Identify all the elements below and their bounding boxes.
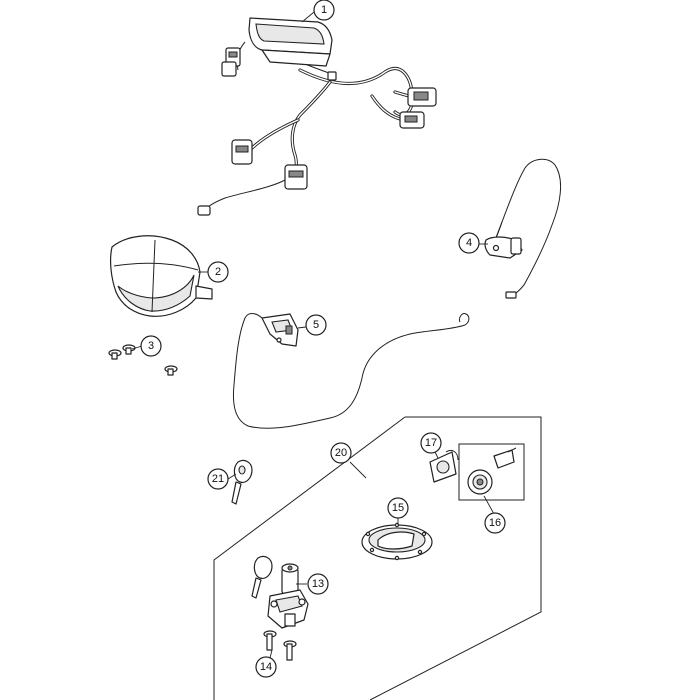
callout-label: 15: [392, 502, 404, 514]
screws-part: [108, 344, 178, 376]
headlight-cover-part: [110, 235, 213, 317]
callout-21: 21: [207, 468, 229, 490]
callout-16: 16: [484, 512, 506, 534]
callout-4: 4: [458, 232, 480, 254]
ignition-lock-part: [251, 555, 309, 629]
lock-cylinder-part: [467, 447, 517, 495]
callout-label: 13: [312, 578, 324, 590]
callout-label: 21: [212, 473, 224, 485]
wiring-harness-part: [197, 17, 437, 216]
bolts-part: [263, 630, 297, 661]
callout-15: 15: [387, 497, 409, 519]
callout-label: 5: [313, 319, 319, 331]
callout-17: 17: [420, 432, 442, 454]
callout-20: 20: [330, 442, 352, 464]
callout-14: 14: [255, 656, 277, 678]
callout-label: 3: [148, 340, 154, 352]
lock-cover-part: [429, 449, 459, 483]
callout-label: 2: [215, 266, 221, 278]
callout-1: 1: [313, 0, 335, 21]
fuel-cap-part: [361, 522, 433, 561]
callout-label: 17: [425, 437, 437, 449]
callout-3: 3: [140, 335, 162, 357]
lock-sensor-part: [232, 313, 470, 429]
leader-lines: [131, 11, 495, 659]
callout-label: 20: [335, 447, 347, 459]
callout-label: 4: [466, 237, 472, 249]
callout-2: 2: [207, 261, 229, 283]
callout-label: 1: [321, 4, 327, 16]
key-part: [231, 459, 253, 505]
sensor-cable-part: [484, 158, 561, 299]
kit-outline: [213, 416, 542, 700]
callout-13: 13: [307, 573, 329, 595]
callout-5: 5: [305, 314, 327, 336]
callout-label: 16: [489, 517, 501, 529]
callout-label: 14: [260, 661, 272, 673]
